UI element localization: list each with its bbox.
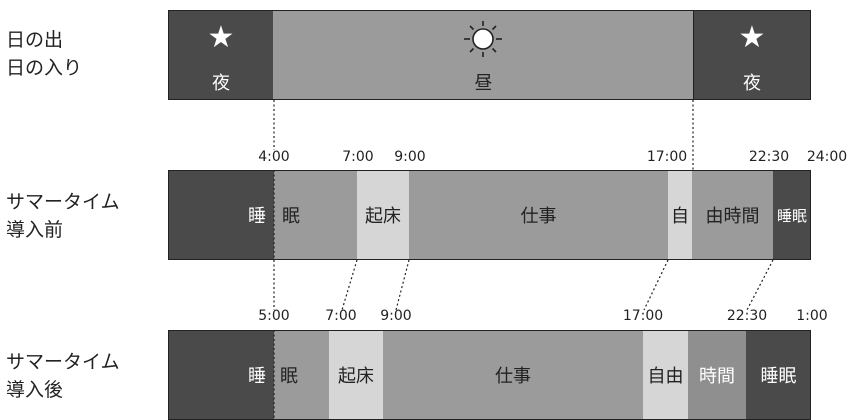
after-seg-free2: 時間 (688, 330, 746, 420)
after-timeline: 睡 眠 起床 仕事 自由 時間 睡眠 (168, 330, 811, 420)
before-seg-sleep2: 眠 (274, 170, 357, 260)
before-tick-0: 4:00 (258, 149, 290, 165)
after-seg-free1: 自由 (643, 330, 688, 420)
after-tick-3: 17:00 (622, 308, 664, 324)
star-icon-right: ★ (738, 20, 766, 55)
connector-7 (341, 259, 358, 311)
before-seg-wakeup: 起床 (357, 170, 409, 260)
after-label-line1: サマータイム (6, 351, 120, 373)
after-seg-sleep2: 眠 (274, 330, 329, 420)
before-label-line2: 導入前 (6, 219, 64, 241)
star-icon: ★ (207, 20, 235, 55)
after-seg-work: 仕事 (383, 330, 643, 420)
after-tick-0: 5:00 (258, 308, 290, 324)
sun-icon (464, 21, 502, 57)
before-seg-sleep3: 睡眠 (773, 170, 811, 260)
sunset-label: 日の入り (6, 57, 83, 79)
before-tick-2: 9:00 (394, 149, 426, 165)
after-tick-5: 1:00 (796, 308, 828, 324)
before-seg-free1: 自 (668, 170, 692, 260)
after-tick-1: 7:00 (325, 308, 357, 324)
after-seg-sleep1: 睡 (168, 330, 274, 420)
after-seg-sleep3: 睡眠 (746, 330, 811, 420)
connector-9 (395, 259, 410, 311)
before-tick-1: 7:00 (342, 149, 374, 165)
after-label-line2: 導入後 (6, 379, 64, 401)
night-label-left: 夜 (212, 73, 230, 94)
night-label-right: 夜 (743, 73, 761, 94)
before-seg-work: 仕事 (409, 170, 668, 260)
connector-2230 (746, 259, 774, 311)
before-seg-sleep1: 睡 (168, 170, 274, 260)
day-band: 昼 (273, 10, 694, 100)
sunrise-label: 日の出 (6, 29, 64, 51)
before-timeline: 睡 眠 起床 仕事 自 由時間 睡眠 (168, 170, 811, 260)
after-tick-2: 9:00 (380, 308, 412, 324)
before-tick-4: 22:30 (748, 149, 790, 165)
before-seg-free2: 由時間 (692, 170, 773, 260)
connector-17 (643, 259, 669, 311)
before-tick-5: 24:00 (806, 149, 848, 165)
night-band-right: ★ 夜 (693, 10, 811, 100)
before-tick-3: 17:00 (646, 149, 688, 165)
after-tick-4: 22:30 (726, 308, 768, 324)
after-seg-wakeup: 起床 (329, 330, 383, 420)
before-label-line1: サマータイム (6, 191, 120, 213)
day-label: 昼 (474, 73, 493, 94)
